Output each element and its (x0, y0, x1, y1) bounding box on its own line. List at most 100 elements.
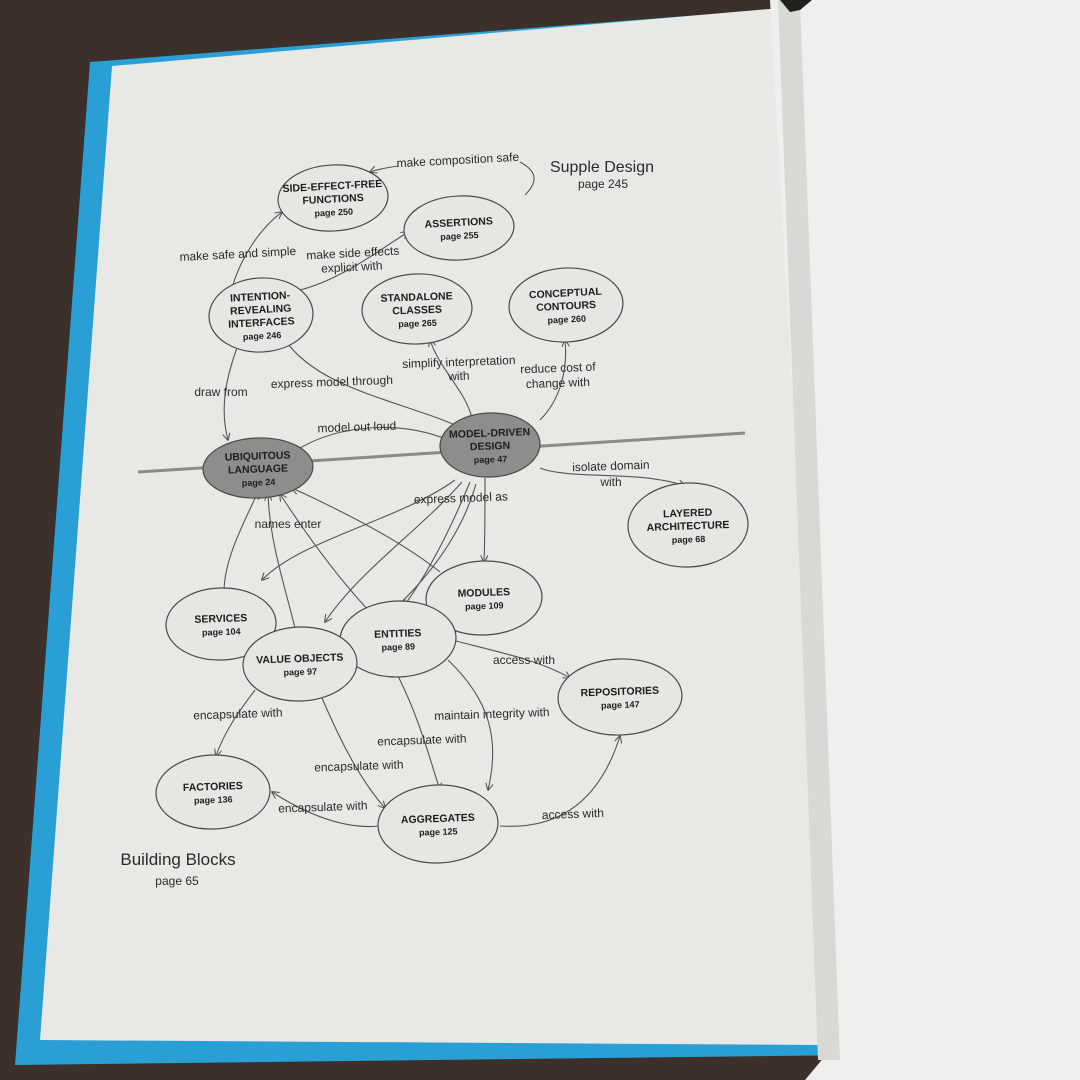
node-page: page 246 (243, 330, 282, 342)
node-title-line: INTENTION- (230, 289, 291, 304)
edge-label-isolate-2: with (599, 475, 621, 489)
edge-simplify-interpretation (430, 340, 473, 419)
edge-make-side-effects (299, 232, 408, 291)
edge-label-make-safe-and-simple: make safe and simple (179, 244, 297, 264)
edge-aggregates-factories (272, 792, 381, 828)
edge-label-express-model-through: express model through (271, 373, 393, 391)
node-title-line: VALUE OBJECTS (256, 651, 344, 666)
node-title-line: STANDALONE (380, 290, 453, 305)
supple-design-page: page 245 (578, 177, 628, 191)
node-title-line: ASSERTIONS (424, 215, 493, 231)
edge-label-encapsulate-4: encapsulate with (278, 798, 368, 815)
node-title-line: SERVICES (194, 612, 247, 626)
edge-label-make-composition-safe: make composition safe (396, 150, 520, 170)
edge-isolate-domain (539, 467, 685, 486)
edge-make-composition-safe (370, 165, 399, 172)
edge-mdd-modules (484, 477, 485, 562)
node-page: page 260 (547, 313, 586, 325)
edge-reduce-cost (539, 340, 566, 421)
edge-aggregates-repositories (499, 736, 620, 827)
node-ellipse (508, 267, 624, 343)
edge-modules-ul (292, 488, 441, 573)
node-page: page 24 (242, 477, 276, 488)
node-page: page 89 (381, 641, 415, 652)
edge-label-reduce-2: change with (526, 375, 590, 391)
node-page: page 255 (440, 230, 479, 242)
node-title-line: CLASSES (392, 304, 442, 318)
page-gutter (778, 0, 840, 1060)
gutter-shadow (780, 0, 812, 12)
edge-label-isolate-1: isolate domain (572, 458, 650, 475)
node-title-line: CONCEPTUAL (529, 286, 603, 302)
edge-express-model-through (285, 340, 463, 429)
building-blocks-page: page 65 (155, 874, 199, 888)
building-blocks-title: Building Blocks (120, 850, 235, 869)
edge-label-make-side-effects-2: explicit with (321, 258, 383, 275)
node-page: page 68 (672, 534, 706, 545)
node-title-line: MODEL-DRIVEN (449, 426, 530, 441)
node-page: page 97 (283, 666, 317, 677)
node-page: page 125 (419, 826, 458, 837)
edge-label-simplify-1: simplify interpretation (402, 353, 516, 371)
node-page: page 250 (314, 206, 353, 218)
edge-entities-repositories (451, 639, 570, 678)
edge-services-ul (223, 492, 258, 591)
edge-label-encapsulate-3: encapsulate with (314, 757, 404, 774)
node-ellipse (277, 164, 389, 232)
node-title-line: REVEALING (230, 302, 292, 317)
edge-labels: make composition safe make safe and simpl… (179, 150, 650, 822)
node-ellipse (627, 482, 749, 568)
node-ellipse (439, 412, 541, 478)
edge-model-out-loud (299, 427, 448, 449)
right-page (770, 0, 1080, 1080)
node-title-line: FUNCTIONS (302, 192, 364, 207)
node-title-line: DESIGN (470, 440, 511, 453)
node-title-line: ENTITIES (374, 627, 422, 641)
node-title-line: LAYERED (663, 507, 713, 521)
node-ellipse (361, 273, 473, 345)
edge-make-safe-and-simple (231, 212, 282, 289)
node-ellipse (155, 754, 271, 830)
node-title-line: LANGUAGE (228, 462, 288, 476)
node-ellipse (242, 626, 358, 702)
edge-label-draw-from: draw from (194, 385, 247, 399)
edge-entities-ul (280, 494, 371, 613)
node-title-line: CONTOURS (536, 299, 596, 314)
node-ellipse (403, 195, 515, 261)
edge-entities-aggregates-encap (397, 675, 440, 790)
edge-label-access-with-1: access with (493, 653, 555, 667)
edge-composition-safe-tail (519, 161, 535, 196)
node-title-line: INTERFACES (228, 315, 295, 330)
node-page: page 109 (465, 600, 504, 611)
node-ellipse (202, 437, 314, 499)
edge-label-encapsulate-1: encapsulate with (193, 705, 283, 722)
node-ellipse (557, 658, 683, 736)
edge-label-express-model-as: express model as (414, 489, 508, 506)
node-title-line: REPOSITORIES (580, 685, 659, 700)
edge-value-objects-factories (216, 689, 256, 756)
node-ellipse (425, 560, 543, 636)
edge-label-access-with-2: access with (542, 806, 604, 822)
edge-label-reduce-1: reduce cost of (520, 360, 596, 377)
node-page: page 265 (398, 318, 437, 329)
node-page: page 104 (202, 626, 241, 637)
edge-label-encapsulate-2: encapsulate with (377, 731, 467, 748)
edge-value-objects-aggregates (321, 697, 385, 808)
node-page: page 147 (601, 699, 640, 710)
node-page: page 136 (194, 794, 233, 805)
edge-label-make-side-effects-1: make side effects (306, 244, 400, 263)
